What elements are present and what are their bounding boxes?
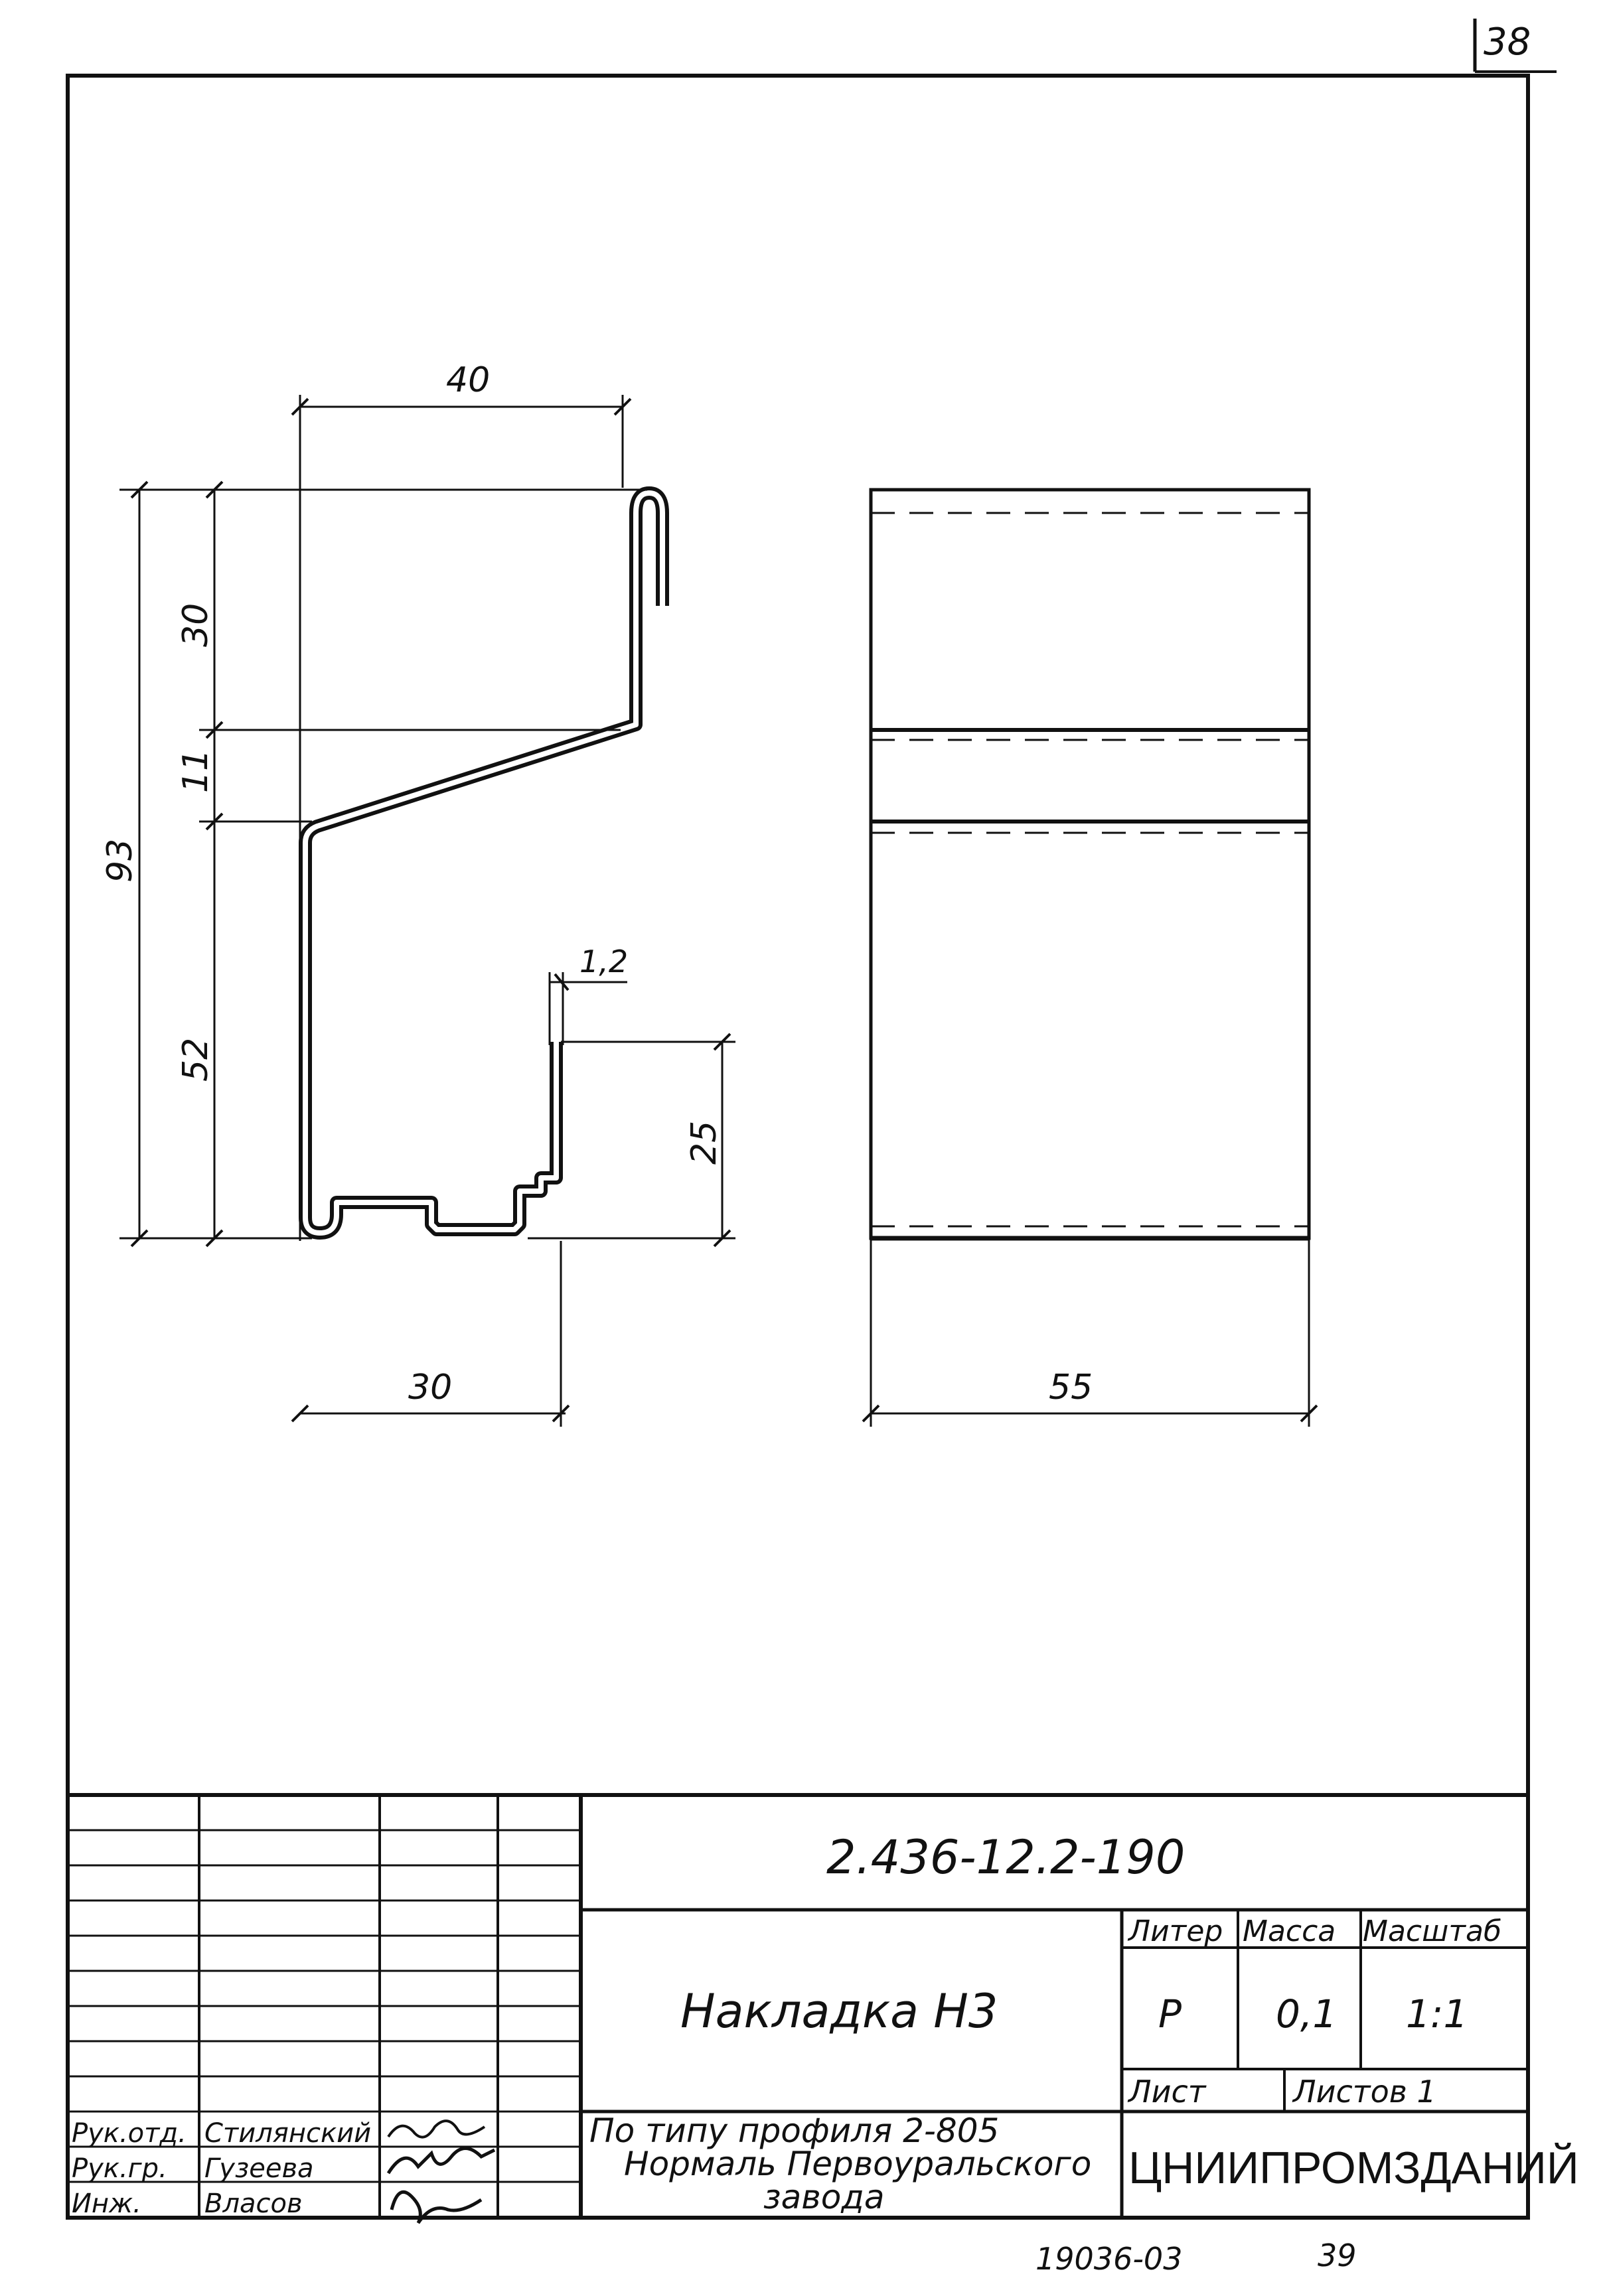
page-number: 38 [1484,21,1531,64]
value-mass: 0,1 [1276,1991,1337,2037]
signature-scribble-3 [390,2190,483,2224]
sig-name-1: Стилянский [204,2118,371,2149]
drawing-frame [66,74,1530,2220]
value-scale: 1:1 [1406,1991,1468,2037]
sig-role-2: Рук.гр. [72,2153,167,2184]
dim-width-top: 40 [291,360,632,1241]
value-liter: Р [1158,1991,1182,2037]
dim-width-bottom: 30 [291,1241,570,1427]
signature-scribble-2 [386,2147,496,2175]
organization-name: ЦНИИПРОМЗДАНИЙ [1128,2142,1579,2193]
profile-section [299,486,669,1240]
dim-11-label: 11 [176,749,216,793]
dim-25-label: 25 [684,1121,724,1165]
dim-93-label: 93 [100,839,140,883]
side-view: 55 [862,488,1318,1427]
sig-name-3: Власов [204,2188,303,2219]
sheet-label: Лист [1127,2074,1207,2110]
dim-52-label: 52 [176,1038,216,1082]
col-scale: Масштаб [1363,1914,1501,1948]
footer-code: 19036-03 [1035,2241,1182,2277]
dim-55-label: 55 [1049,1368,1093,1407]
sheets-label: Листов 1 [1292,2074,1436,2110]
dim-30-label: 30 [176,603,216,647]
signature-scribble-1 [387,2119,486,2139]
dim-40-label: 40 [446,360,490,400]
dim-thickness: 1,2 [548,944,628,1045]
title-block [68,1793,1528,2218]
dim-return-height: 25 [528,1033,735,1248]
sig-name-2: Гузеева [204,2153,314,2184]
profile-inner-line [303,490,665,1236]
dim-thickness-label: 1,2 [579,944,628,979]
part-name: Накладка Н3 [680,1984,998,2039]
profile-outline [299,486,669,1240]
note-line-3: завода [763,2178,885,2216]
dim-heights: 93 30 11 52 [100,480,647,1248]
dim-30-bottom-label: 30 [408,1368,452,1407]
note-line-1: По типу профиля 2-805 [589,2112,999,2150]
footer-page: 39 [1318,2238,1357,2273]
side-view-outline [869,488,1311,1240]
sig-role-3: Инж. [72,2188,141,2219]
sig-role-1: Рук.отд. [72,2118,187,2149]
col-liter: Литер [1127,1914,1223,1948]
note-line-2: Нормаль Первоуральского [624,2145,1091,2183]
drawing-designation: 2.436-12.2-190 [826,1830,1185,1885]
col-mass: Масса [1243,1914,1336,1948]
